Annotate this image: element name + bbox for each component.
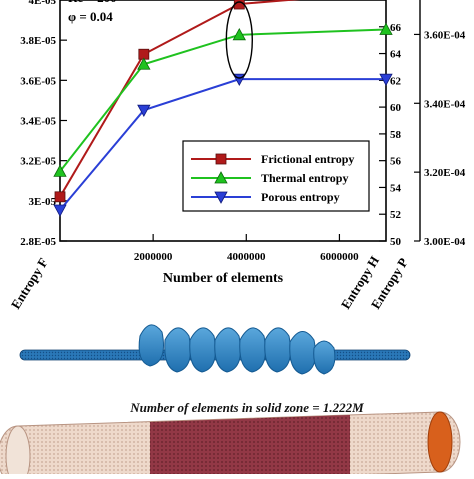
left-axis-tick-label: 4E-05 bbox=[29, 0, 57, 7]
series-line bbox=[59, 28, 387, 172]
mesh-caption: Number of elements in solid zone = 1.222… bbox=[129, 400, 364, 415]
right-axis-tick-label: 3.40E-04 bbox=[424, 98, 466, 110]
data-point-triangle-down bbox=[379, 73, 393, 87]
x-axis-tick-label: 2000000 bbox=[134, 251, 173, 263]
data-point-triangle-up bbox=[214, 171, 228, 184]
left-axis-tick-label: 3.8E-05 bbox=[20, 35, 56, 47]
data-point-triangle-down bbox=[137, 104, 151, 118]
data-point-triangle-down bbox=[53, 204, 67, 217]
middle-axis-tick-label: 60 bbox=[390, 102, 402, 114]
left-axis-tick-label: 3.2E-05 bbox=[20, 156, 56, 168]
series-line bbox=[59, 78, 386, 211]
data-point-square bbox=[215, 153, 227, 165]
series-line bbox=[59, 0, 301, 198]
middle-axis-tick-label: 50 bbox=[390, 236, 402, 248]
right-axis-tick-label: 3.00E-04 bbox=[424, 236, 466, 248]
middle-axis-tick-label: 54 bbox=[390, 182, 402, 194]
porous-band bbox=[150, 415, 350, 479]
middle-axis-tick-label: 64 bbox=[390, 49, 402, 61]
highlight-ellipse bbox=[225, 1, 254, 79]
series-triangle-up bbox=[53, 22, 393, 177]
x-axis-tick-label: 6000000 bbox=[320, 251, 359, 263]
data-point-triangle-up bbox=[53, 164, 67, 177]
annotation-volume-fraction: φ = 0.04 bbox=[68, 9, 113, 24]
series-triangle-down bbox=[53, 73, 393, 217]
right-axis-tick-label: 3.60E-04 bbox=[424, 29, 466, 41]
x-axis-label: Number of elements bbox=[163, 271, 284, 286]
right-axis-tick-label: 3.20E-04 bbox=[424, 167, 466, 179]
middle-axis-tick-label: 66 bbox=[390, 22, 402, 34]
middle-axis-tick-label: 52 bbox=[390, 209, 402, 221]
outer-end-cap bbox=[427, 411, 453, 473]
data-point-triangle-down bbox=[214, 191, 228, 204]
helical-fin bbox=[138, 324, 336, 375]
left-axis-tick-label: 2.8E-05 bbox=[20, 236, 56, 248]
left-axis-tick-label: 3.6E-05 bbox=[20, 75, 56, 87]
x-axis-tick-label: 4000000 bbox=[227, 251, 266, 263]
middle-axis-tick-label: 58 bbox=[390, 129, 402, 141]
left-axis-tick-label: 3.4E-05 bbox=[20, 116, 56, 128]
annotation-reynolds: Re = 200 bbox=[68, 0, 117, 5]
data-point-triangle-up bbox=[137, 57, 151, 70]
legend-label: Thermal entropy bbox=[261, 171, 348, 185]
legend-label: Frictional entropy bbox=[261, 152, 354, 166]
data-point-triangle-up bbox=[379, 22, 393, 35]
left-axis-tick-label: 3E-05 bbox=[29, 196, 57, 208]
data-point-triangle-up bbox=[232, 27, 246, 41]
left-axis-label: Entropy F bbox=[8, 255, 51, 311]
legend-box bbox=[182, 140, 370, 212]
middle-axis-tick-label: 62 bbox=[390, 75, 402, 87]
data-point-square bbox=[54, 191, 66, 203]
middle-axis-tick-label: 56 bbox=[390, 156, 402, 168]
chart-annotations: Re = 200 φ = 0.04 bbox=[68, 0, 254, 79]
mesh-illustration: Number of elements in solid zone = 1.222… bbox=[0, 324, 461, 479]
legend-label: Porous entropy bbox=[261, 190, 340, 204]
chart-series bbox=[53, 0, 393, 217]
